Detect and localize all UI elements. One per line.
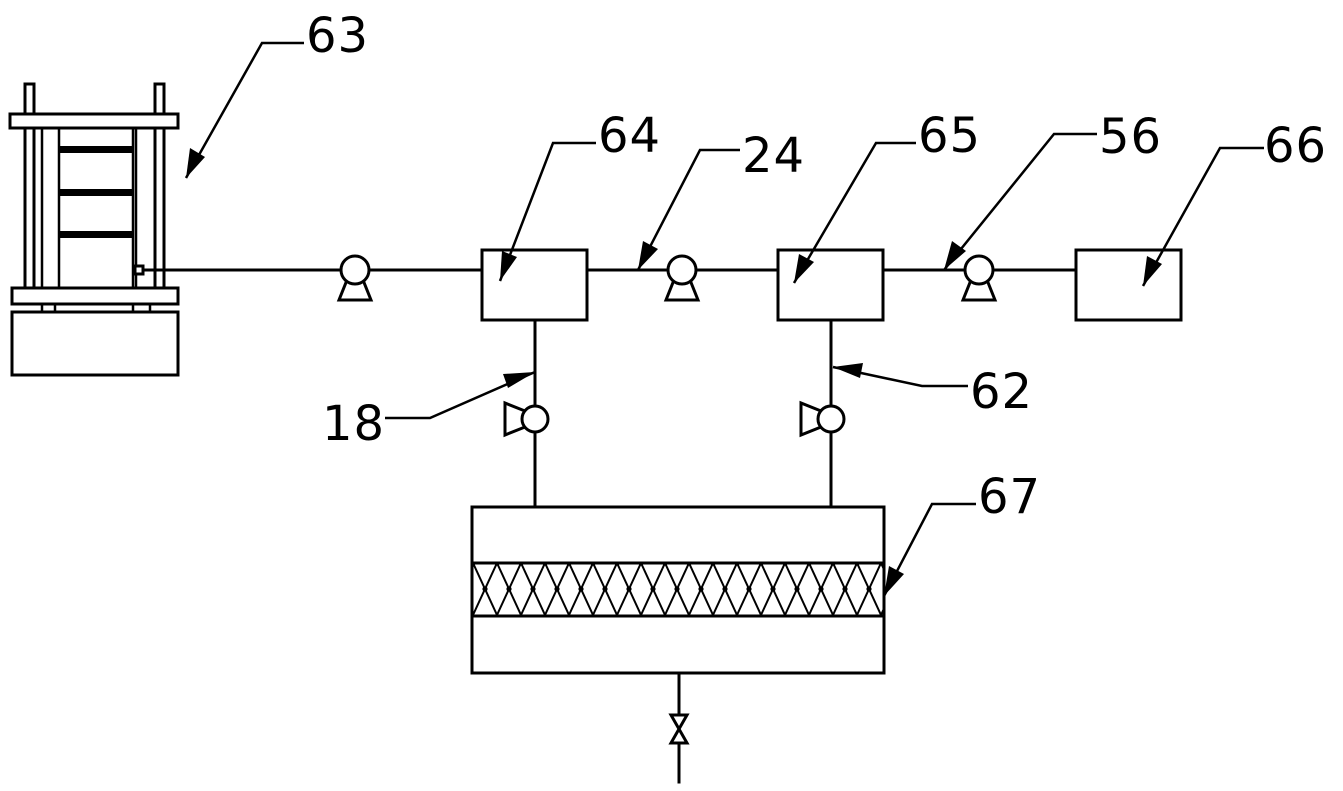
label-62: 62 [970, 364, 1033, 420]
pump-icon [960, 254, 998, 302]
label-18: 18 [322, 396, 385, 452]
leader-66 [1141, 146, 1264, 287]
label-66: 66 [1264, 118, 1327, 174]
leader-63 [184, 41, 304, 179]
leader-56 [943, 132, 1097, 271]
label-64: 64 [598, 108, 661, 164]
tank-65 [776, 248, 885, 322]
leader-24 [636, 148, 740, 271]
tank-66 [1074, 248, 1183, 322]
label-65: 65 [918, 108, 981, 164]
label-24: 24 [742, 128, 805, 184]
branch-pipes [533, 318, 833, 509]
pump-icon [336, 254, 374, 302]
label-67: 67 [978, 469, 1041, 525]
leader-64 [498, 141, 596, 282]
leader-67 [882, 502, 976, 597]
filter-vessel [470, 505, 886, 675]
label-63: 63 [306, 8, 369, 64]
leader-65 [792, 141, 916, 284]
pump-icon [799, 400, 846, 438]
pump-icon [663, 254, 701, 302]
valve-icon [668, 713, 690, 745]
press-machine [8, 82, 180, 377]
leader-18 [385, 370, 536, 420]
tank-64 [480, 248, 589, 322]
pump-icon [503, 400, 550, 438]
label-56: 56 [1099, 109, 1162, 165]
leader-62 [832, 363, 968, 388]
